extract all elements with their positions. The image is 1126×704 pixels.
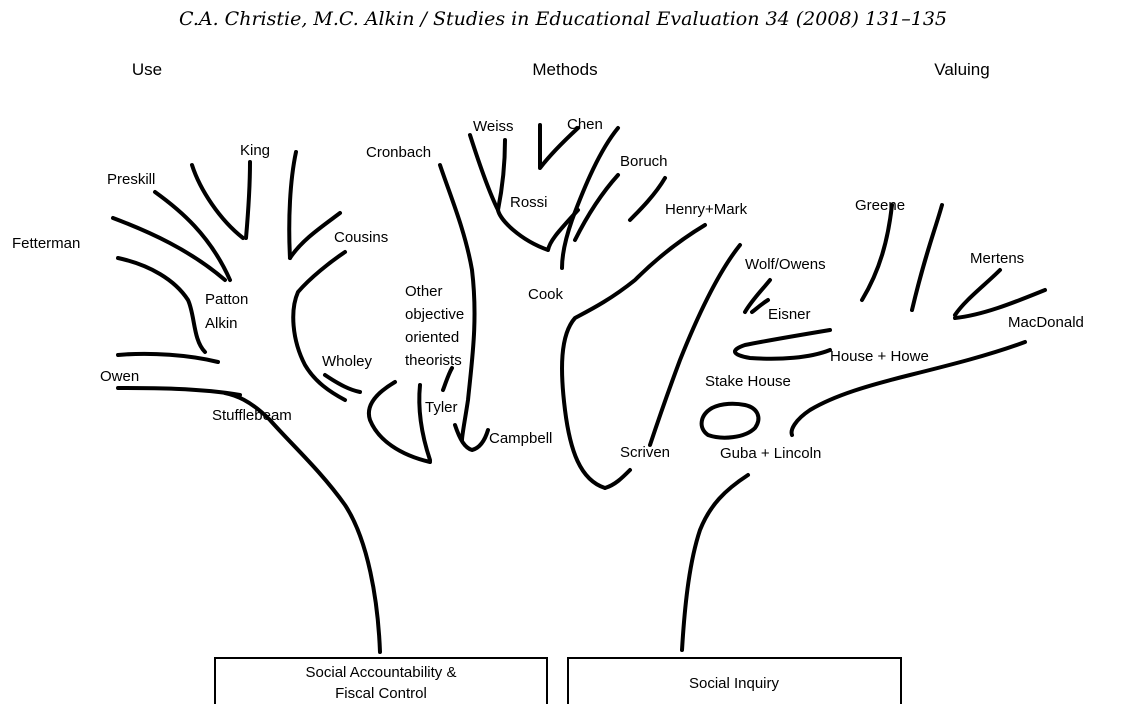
label-wolf-owens: Wolf/Owens [745,256,826,273]
root-box-right: Social Inquiry [568,658,901,704]
label-rossi: Rossi [510,194,548,211]
branch-greene-2 [912,205,942,310]
label-stake-house: Stake House [705,373,791,390]
label-king: King [240,142,270,159]
root-box-left: Social Accountability & Fiscal Control [215,658,547,704]
label-scriven: Scriven [620,444,670,461]
label-eisner: Eisner [768,306,811,323]
label-preskill: Preskill [107,171,155,188]
branch-weiss-left [470,135,498,210]
branch-preskill-2 [155,192,230,280]
valuing-labels: Greene Wolf/Owens Mertens Eisner MacDona… [705,197,1084,462]
left-trunk [225,393,380,652]
label-alkin: Alkin [205,315,238,332]
label-chen: Chen [567,116,603,133]
label-campbell: Campbell [489,430,552,447]
label-henry-mark: Henry+Mark [665,201,748,218]
label-cousins: Cousins [334,229,388,246]
label-tyler: Tyler [425,399,458,416]
branch-scriven-2 [605,470,630,488]
root-left-line2: Fiscal Control [335,685,427,702]
category-use: Use [132,60,162,79]
label-greene: Greene [855,197,905,214]
right-trunk [682,475,748,650]
label-patton: Patton [205,291,248,308]
label-fetterman: Fetterman [12,235,80,252]
branch-tyler-1 [419,385,430,460]
branch-cousins-2 [290,213,340,258]
branch-cousins [289,152,296,258]
branch-greene [862,205,892,300]
branch-eisner-house [735,330,830,359]
label-other-3: oriented [405,329,459,346]
label-owen: Owen [100,368,139,385]
label-house-howe: House + Howe [830,348,929,365]
label-weiss: Weiss [473,118,514,135]
branch-preskill [113,218,225,280]
branch-campbell [455,425,488,450]
branch-king [246,162,250,238]
label-other-2: objective [405,306,464,323]
category-valuing: Valuing [934,60,989,79]
label-wholey: Wholey [322,353,373,370]
branch-owen [118,388,240,395]
branch-wholey [293,252,345,400]
left-trunk-strokes [113,152,452,652]
branch-boruch-1 [562,128,618,268]
methods-labels: Other objective oriented theorists Tyler… [366,116,748,461]
branch-boruch-2 [575,175,618,240]
label-mertens: Mertens [970,250,1024,267]
label-macdonald: MacDonald [1008,314,1084,331]
branch-owen-upper [118,354,218,362]
label-stufflebeam: Stufflebeam [212,407,292,424]
label-guba-lincoln: Guba + Lincoln [720,445,821,462]
root-right: Social Inquiry [689,675,780,692]
label-boruch: Boruch [620,153,668,170]
branch-king-left [192,165,243,238]
branch-tyler-2 [443,368,452,390]
branch-fetterman [118,258,205,352]
label-other-1: Other [405,283,443,300]
branch-scriven [650,245,740,445]
category-methods: Methods [532,60,597,79]
branch-weiss-right [498,140,505,210]
label-cronbach: Cronbach [366,144,431,161]
root-left-line1: Social Accountability & [306,664,457,681]
label-other-4: theorists [405,352,462,369]
branch-guba-loop [702,404,759,438]
branch-boruch-3 [630,178,665,220]
label-cook: Cook [528,286,564,303]
